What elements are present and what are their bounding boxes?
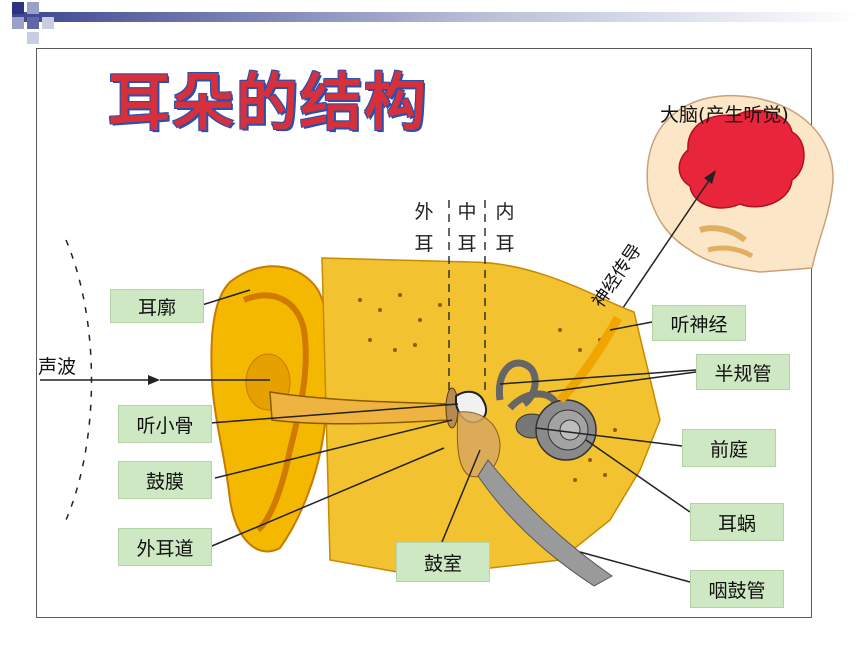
temporal-bone (321, 257, 661, 577)
auditory-nerve-shape (556, 315, 622, 404)
outer-ear-division-text: 外耳 (414, 201, 434, 255)
label-eustachian-tube: 咽鼓管 (690, 570, 784, 608)
neural-arrowhead (704, 170, 716, 184)
cochlea-shape (535, 399, 597, 461)
brain-shape (678, 109, 805, 209)
label-semicircular-canals: 半规管 (696, 354, 790, 390)
label-cochlea: 耳蜗 (690, 503, 784, 541)
middle-ear-division: 中耳 (456, 196, 478, 260)
label-ear-canal: 外耳道 (118, 528, 212, 566)
label-pinna: 耳廓 (110, 289, 204, 323)
inner-ear-division: 内耳 (494, 196, 516, 260)
label-eardrum: 鼓膜 (118, 461, 212, 499)
eustachian-tube-shape (477, 459, 613, 587)
outer-ear-division: 外耳 (413, 196, 435, 260)
label-auditory-nerve: 听神经 (652, 305, 746, 341)
sound-wave-label: 声波 (38, 356, 77, 378)
label-vestibule: 前庭 (682, 429, 776, 467)
label-tympanic-cavity: 鼓室 (396, 542, 490, 582)
page-title: 耳朵的结构 (108, 66, 429, 139)
inner-ear-division-text: 内耳 (495, 201, 515, 255)
label-ossicles: 听小骨 (118, 405, 212, 443)
brain-caption: 大脑(产生听觉) (660, 104, 789, 126)
neural-pathway-line (607, 175, 713, 331)
leader-lines (201, 289, 697, 583)
slide-header-decoration (12, 2, 860, 44)
middle-ear-division-text: 中耳 (457, 201, 477, 255)
